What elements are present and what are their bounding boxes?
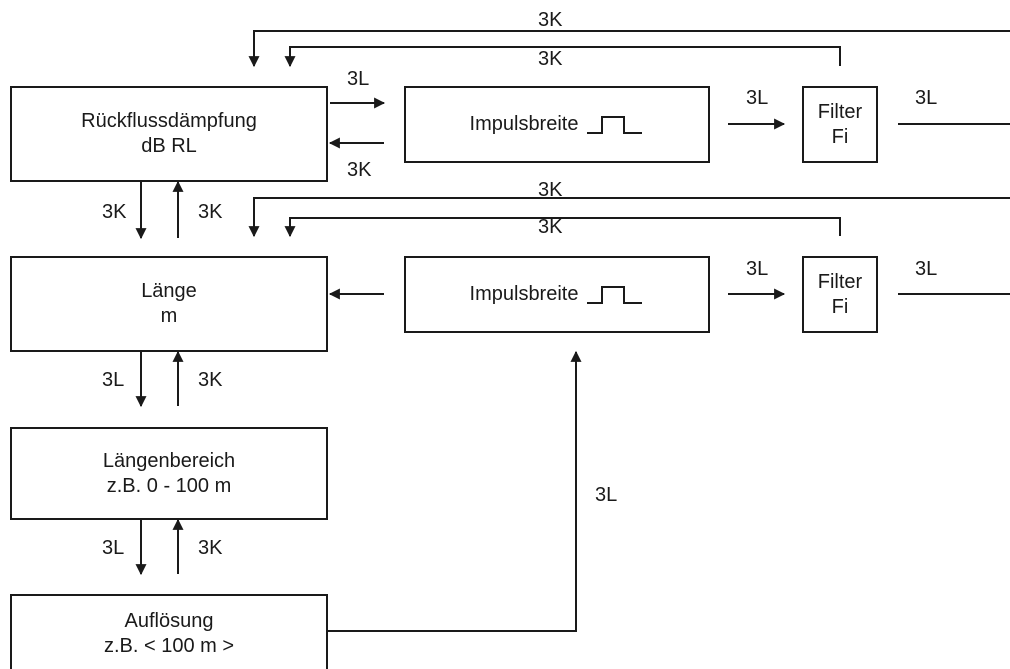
pulse-width-row: Impulsbreite: [470, 282, 645, 307]
top-outer-3k-label: 3K: [538, 9, 563, 31]
rl-up-3k-label: 3K: [198, 201, 223, 223]
return-loss-title: Rückflussdämpfung: [81, 110, 257, 132]
mid-outer-feedback-line: [248, 197, 1010, 238]
pulse-icon: [587, 285, 643, 304]
range-up-3k-label: 3K: [198, 537, 223, 559]
filter-unit: Fi: [831, 125, 849, 148]
top-outer-feedback-line: [248, 30, 1010, 68]
length-range-block: Längenbereich z.B. 0 - 100 m: [10, 427, 328, 520]
rl-to-pulse-3l-label: 3L: [347, 68, 370, 90]
resolution-to-pulse-line: [328, 350, 582, 632]
length-title: Länge: [141, 280, 197, 302]
filter-out-mid-3l-label: 3L: [915, 258, 938, 280]
length-range-title: Längenbereich: [102, 449, 236, 472]
pulse-to-filter-top-3l-label: 3L: [746, 87, 769, 109]
resolution-block: Auflösung z.B. < 100 m >: [10, 594, 328, 669]
pulse-width-label: Impulsbreite: [469, 113, 579, 135]
pulse-width-block-mid: Impulsbreite: [404, 256, 710, 333]
filter-block-top: Filter Fi: [802, 86, 878, 163]
length-block: Länge m: [10, 256, 328, 352]
resolution-example: z.B. < 100 m >: [103, 635, 235, 657]
filter-out-top-3l-label: 3L: [915, 87, 938, 109]
len-up-3k-label: 3K: [198, 369, 223, 391]
length-unit: m: [160, 305, 178, 327]
pulse-width-label: Impulsbreite: [469, 283, 579, 305]
filter-block-mid: Filter Fi: [802, 256, 878, 333]
return-loss-unit: dB RL: [141, 135, 197, 157]
rl-down-3k-label: 3K: [102, 201, 127, 223]
pulse-icon: [587, 115, 643, 134]
filter-title: Filter: [817, 270, 863, 293]
mid-inner-3k-label: 3K: [538, 216, 563, 238]
top-inner-feedback-line: [284, 46, 841, 68]
filter-title: Filter: [817, 100, 863, 123]
resolution-title: Auflösung: [124, 610, 214, 632]
range-down-3l-label: 3L: [102, 537, 125, 559]
top-inner-3k-label: 3K: [538, 48, 563, 70]
resolution-to-pulse-3l-label: 3L: [595, 484, 618, 506]
pulse-width-block-top: Impulsbreite: [404, 86, 710, 163]
length-range-example: z.B. 0 - 100 m: [106, 474, 232, 497]
pulse-to-filter-mid-3l-label: 3L: [746, 258, 769, 280]
len-down-3l-label: 3L: [102, 369, 125, 391]
pulse-to-rl-3k-label: 3K: [347, 159, 372, 181]
return-loss-block: Rückflussdämpfung dB RL: [10, 86, 328, 182]
mid-outer-3k-label: 3K: [538, 179, 563, 201]
mid-inner-feedback-line: [284, 217, 841, 238]
filter-unit: Fi: [831, 295, 849, 318]
pulse-width-row: Impulsbreite: [470, 112, 645, 137]
